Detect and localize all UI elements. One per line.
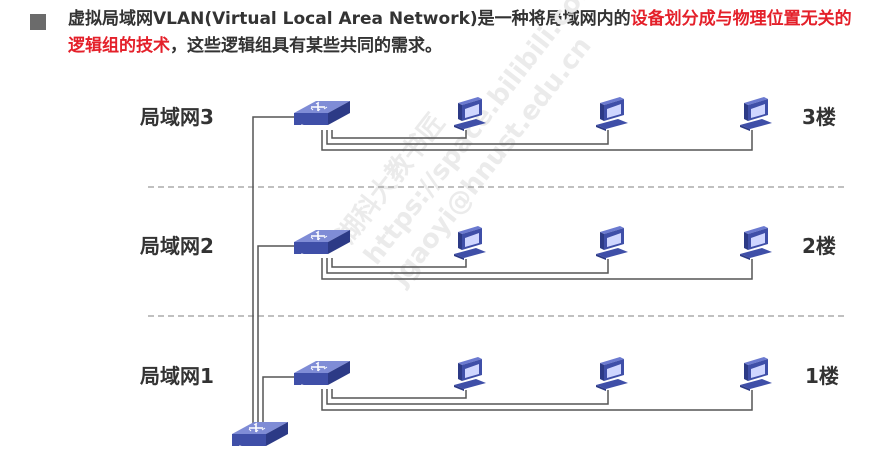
headline-highlight: 设备划分成与物理位置无关的逻辑组的技术 <box>68 9 852 56</box>
wires <box>252 116 753 426</box>
headline-text: 虚拟局域网VLAN(Virtual Local Area Network)是一种… <box>68 9 631 29</box>
pc-icon <box>740 97 772 131</box>
floor-label: 2楼 <box>802 234 836 258</box>
switch-icon <box>293 100 351 126</box>
pc-icon <box>596 226 628 260</box>
core-switch-icon <box>231 421 289 447</box>
switch-icon <box>293 360 351 386</box>
headline-text-end: ，这些逻辑组具有某些共同的需求。 <box>170 36 442 56</box>
headline: 虚拟局域网VLAN(Virtual Local Area Network)是一种… <box>68 6 868 60</box>
pc-icon <box>596 357 628 391</box>
floor-label: 1楼 <box>805 364 839 388</box>
pc-icon <box>740 357 772 391</box>
pc-icon <box>454 357 486 391</box>
pc-icon <box>454 97 486 131</box>
pc-icon <box>740 226 772 260</box>
switch-label: SWITCH <box>299 252 318 264</box>
lan-label: 局域网1 <box>140 364 214 388</box>
switch-label: SWITCH <box>237 444 256 456</box>
switch-labels: SWITCH SWITCH SWITCH SWITCH <box>237 123 318 456</box>
switch-label: SWITCH <box>299 383 318 395</box>
lan-label: 局域网2 <box>140 234 214 258</box>
pc-icon <box>454 226 486 260</box>
floor-dividers <box>148 186 845 317</box>
switch-icon <box>293 229 351 255</box>
switch-label: SWITCH <box>299 123 318 135</box>
lan-label: 局域网3 <box>140 105 214 129</box>
floor-label: 3楼 <box>802 105 836 129</box>
pc-icon <box>596 97 628 131</box>
title-bullet <box>30 14 46 30</box>
